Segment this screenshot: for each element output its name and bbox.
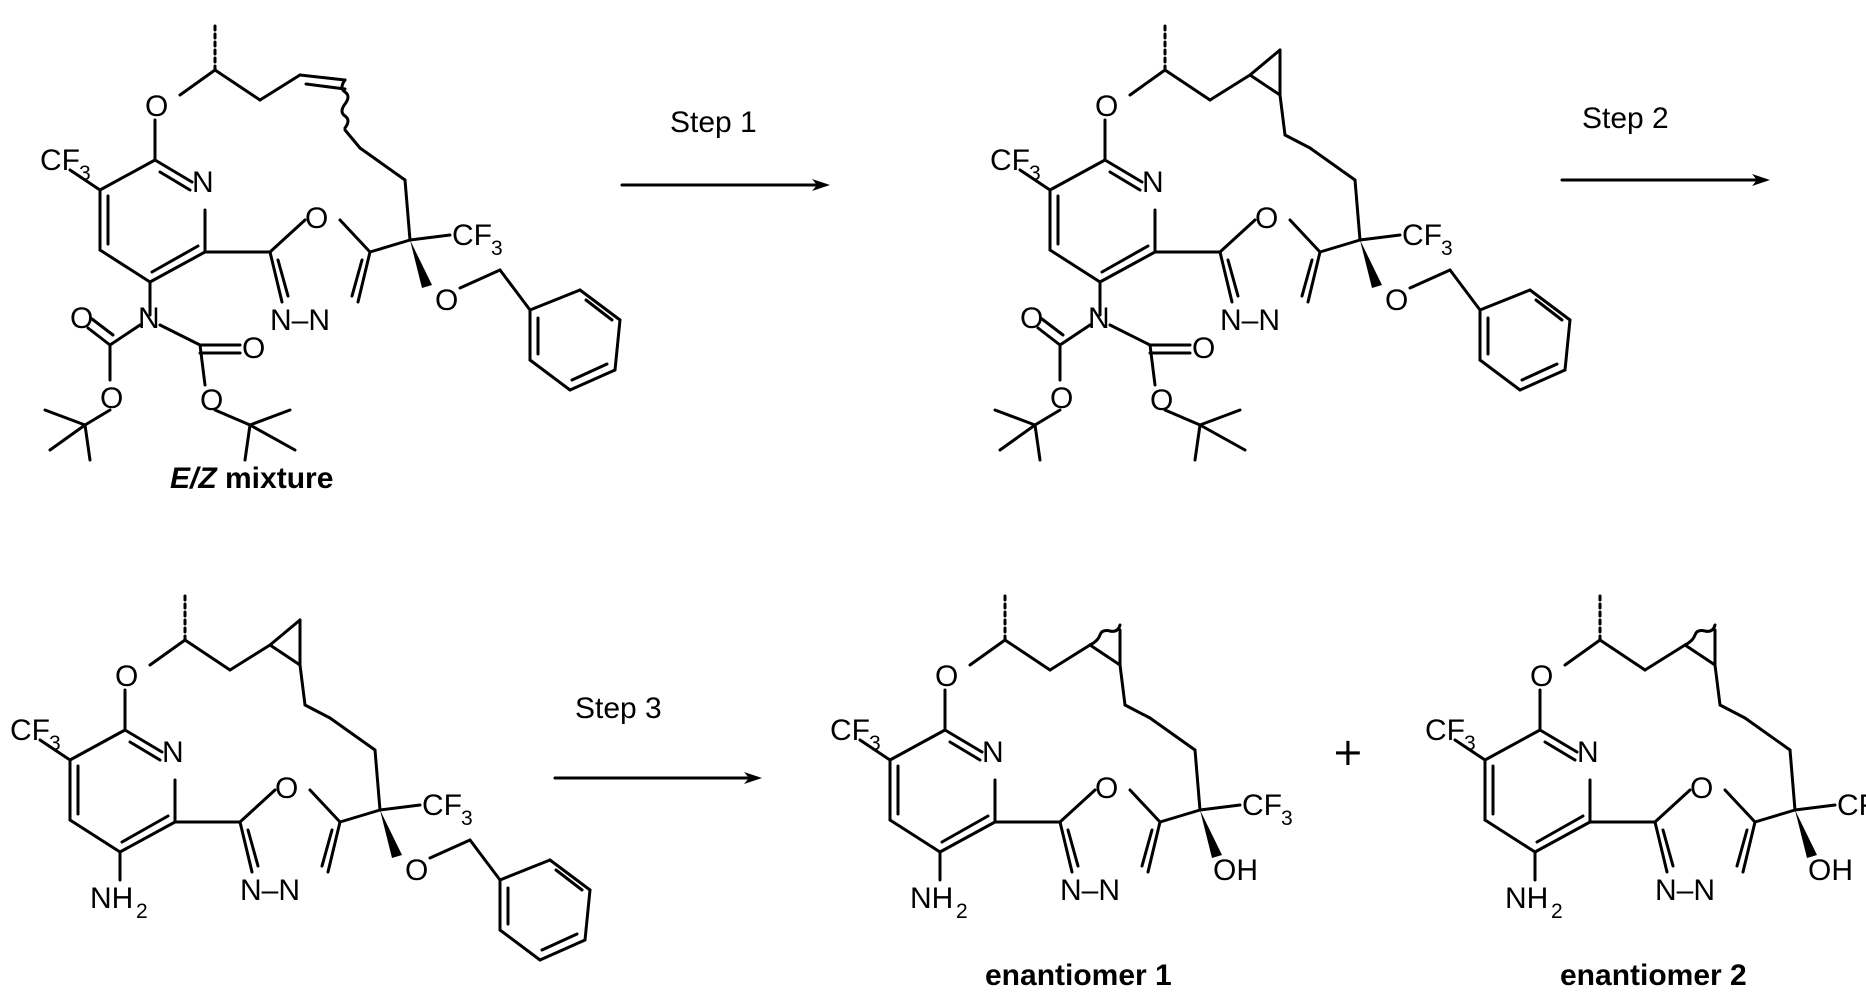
atom-o: O — [305, 202, 328, 235]
atom-o: O — [1690, 772, 1713, 805]
atom-n-n: N–N — [270, 304, 330, 337]
nh2-label: NH 2 — [1505, 882, 1563, 923]
arrow-step-3: Step 3 — [555, 692, 762, 784]
atom-o: O — [1192, 332, 1215, 365]
svg-text:CF: CF — [1242, 789, 1282, 822]
cf3-label: CF 3 — [40, 144, 91, 185]
svg-text:3: 3 — [461, 807, 473, 830]
structure-enantiomer-2: O N O N–N OH CF 3 CF 3 NH 2 — [1425, 595, 1866, 923]
svg-text:3: 3 — [1464, 732, 1476, 755]
atom-n: N — [138, 302, 160, 335]
arrow-step-2: Step 2 — [1562, 102, 1770, 186]
structure-3: O N O N–N O CF 3 CF 3 NH 2 — [10, 595, 590, 960]
atom-n-n: N–N — [1220, 304, 1280, 337]
svg-text:CF: CF — [10, 714, 50, 747]
step-1-label: Step 1 — [670, 106, 757, 139]
svg-text:CF: CF — [1425, 714, 1465, 747]
cf3-label: CF 3 — [1402, 219, 1453, 260]
atom-o: O — [1255, 202, 1278, 235]
svg-text:CF: CF — [1837, 789, 1866, 822]
svg-text:3: 3 — [1281, 807, 1293, 830]
caption-ez-mixture: E/Z mixture — [170, 462, 333, 495]
svg-text:3: 3 — [1029, 162, 1041, 185]
svg-text:2: 2 — [136, 900, 148, 923]
svg-text:3: 3 — [869, 732, 881, 755]
cf3-label: CF 3 — [1242, 789, 1293, 830]
atom-n: N — [982, 736, 1004, 769]
atom-o: O — [242, 332, 265, 365]
atom-o: O — [1530, 660, 1553, 693]
atom-n-n: N–N — [240, 874, 300, 907]
svg-text:CF: CF — [422, 789, 462, 822]
atom-n: N — [1088, 302, 1110, 335]
caption-enantiomer-2: enantiomer 2 — [1560, 959, 1747, 992]
atom-o: O — [1095, 772, 1118, 805]
structure-1: O N O N–N O CF 3 CF 3 N O O O O — [40, 25, 620, 460]
atom-o: O — [1050, 382, 1073, 415]
cf3-label: CF 3 — [1425, 714, 1476, 755]
svg-text:NH: NH — [1505, 882, 1548, 915]
svg-text:3: 3 — [491, 237, 503, 260]
atom-o: O — [1020, 302, 1043, 335]
cf3-label: CF 3 — [452, 219, 503, 260]
cf3-label: CF 3 — [10, 714, 61, 755]
atom-o: O — [1095, 90, 1118, 123]
atom-n-n: N–N — [1655, 874, 1715, 907]
svg-text:3: 3 — [79, 162, 91, 185]
caption-enantiomer-1: enantiomer 1 — [985, 959, 1172, 992]
atom-o: O — [435, 284, 458, 317]
step-3-label: Step 3 — [575, 692, 662, 725]
svg-text:2: 2 — [1551, 900, 1563, 923]
svg-text:CF: CF — [830, 714, 870, 747]
svg-text:3: 3 — [49, 732, 61, 755]
atom-n-n: N–N — [1060, 874, 1120, 907]
svg-text:NH: NH — [910, 882, 953, 915]
step-2-label: Step 2 — [1582, 102, 1669, 135]
cf3-label: CF 3 — [990, 144, 1041, 185]
svg-text:3: 3 — [1441, 237, 1453, 260]
atom-o: O — [1150, 384, 1173, 417]
atom-n: N — [162, 736, 184, 769]
cf3-label: CF 3 — [830, 714, 881, 755]
atom-o: O — [145, 90, 168, 123]
plus-sign: + — [1332, 730, 1364, 774]
structure-2: O N O N–N O CF 3 CF 3 N O O O O — [990, 25, 1570, 460]
hydroxyl-label: OH — [1213, 854, 1258, 887]
svg-text:CF: CF — [990, 144, 1030, 177]
nh2-label: NH 2 — [910, 882, 968, 923]
structure-enantiomer-1: O N O N–N OH CF 3 CF 3 NH 2 — [830, 595, 1293, 923]
atom-o: O — [405, 854, 428, 887]
arrow-step-1: Step 1 — [622, 106, 830, 191]
atom-o: O — [100, 382, 123, 415]
atom-o: O — [1385, 284, 1408, 317]
svg-text:2: 2 — [956, 900, 968, 923]
atom-o: O — [115, 660, 138, 693]
atom-n: N — [1577, 736, 1599, 769]
svg-text:NH: NH — [90, 882, 133, 915]
svg-text:CF: CF — [1402, 219, 1442, 252]
atom-o: O — [70, 302, 93, 335]
atom-n: N — [192, 166, 214, 199]
atom-o: O — [200, 384, 223, 417]
atom-n: N — [1142, 166, 1164, 199]
atom-o: O — [275, 772, 298, 805]
cf3-label: CF 3 — [1837, 789, 1866, 830]
hydroxyl-label: OH — [1808, 854, 1853, 887]
atom-o: O — [935, 660, 958, 693]
svg-text:CF: CF — [452, 219, 492, 252]
cf3-label: CF 3 — [422, 789, 473, 830]
svg-text:CF: CF — [40, 144, 80, 177]
nh2-label: NH 2 — [90, 882, 148, 923]
